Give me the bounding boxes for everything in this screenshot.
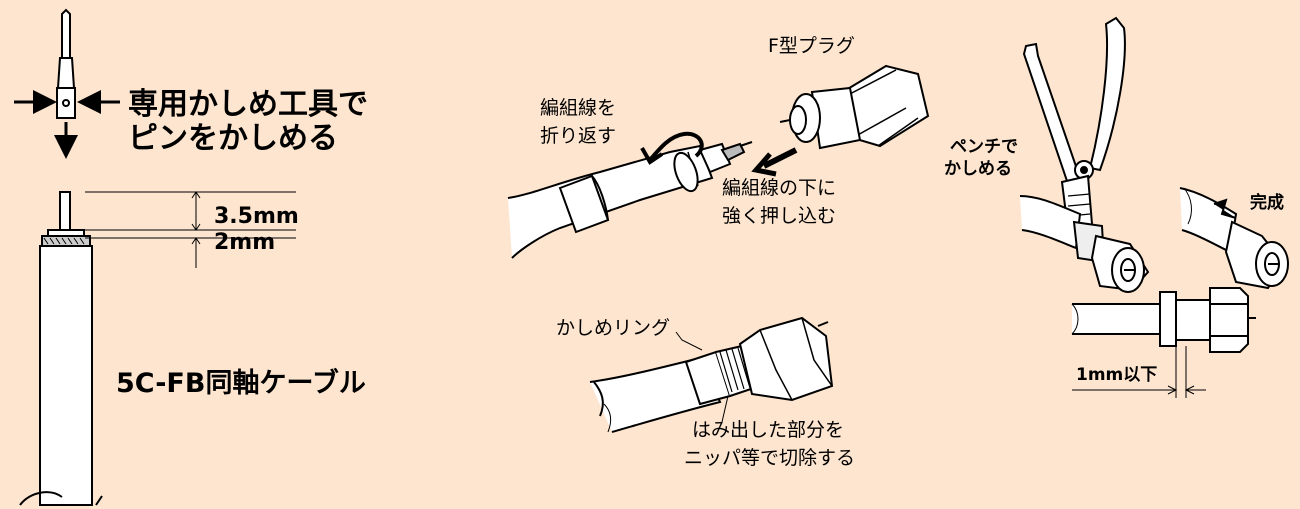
step3-crimp-illustration (589, 316, 834, 433)
crimp-pin-label-line1: 専用かしめ工具で (128, 87, 368, 122)
dimension-3-5mm-label: 3.5mm (214, 204, 299, 229)
step1-pin-illustration (14, 8, 120, 159)
fold-braid-label-line2: 折り返す (540, 125, 617, 147)
gap-1mm-max-label: 1mm以下 (1076, 365, 1158, 385)
step1-cable-illustration (19, 191, 103, 506)
step1-dimension-lines (85, 191, 296, 268)
pliers-crimp-label-line2: かしめる (944, 159, 1012, 179)
cable-type-label: 5C-FB同軸ケーブル (116, 368, 366, 399)
step4-finished-plug (1179, 187, 1289, 290)
crimp-ring-label: かしめリング (556, 317, 671, 339)
trim-excess-label-line2: ニッパ等で切除する (684, 447, 856, 469)
push-under-braid-label-line1: 編組線の下に (722, 177, 837, 199)
f-type-plug-label: F型プラグ (768, 35, 855, 57)
step4-gap-dimension (1072, 346, 1206, 398)
step3-leaders (675, 331, 729, 423)
step4-side-view (1071, 287, 1256, 353)
dimension-2mm-label: 2mm (214, 230, 276, 255)
step2-cable-illustration (507, 141, 753, 259)
fold-braid-label-line1: 編組線を (540, 97, 617, 119)
step2-push-arrow (751, 147, 798, 177)
finished-label: 完成 (1250, 193, 1284, 213)
step2-fold-arrow (640, 131, 704, 165)
step4-pliers-illustration (1022, 16, 1126, 238)
step2-plug-illustration (779, 64, 930, 150)
crimp-pin-label-line2: ピンをかしめる (128, 121, 338, 156)
pliers-crimp-label-line1: ペンチで (950, 137, 1018, 157)
step4-cable-crimping (1019, 195, 1150, 293)
push-under-braid-label-line2: 強く押し込む (722, 205, 837, 227)
trim-excess-label-line1: はみ出した部分を (692, 419, 845, 441)
